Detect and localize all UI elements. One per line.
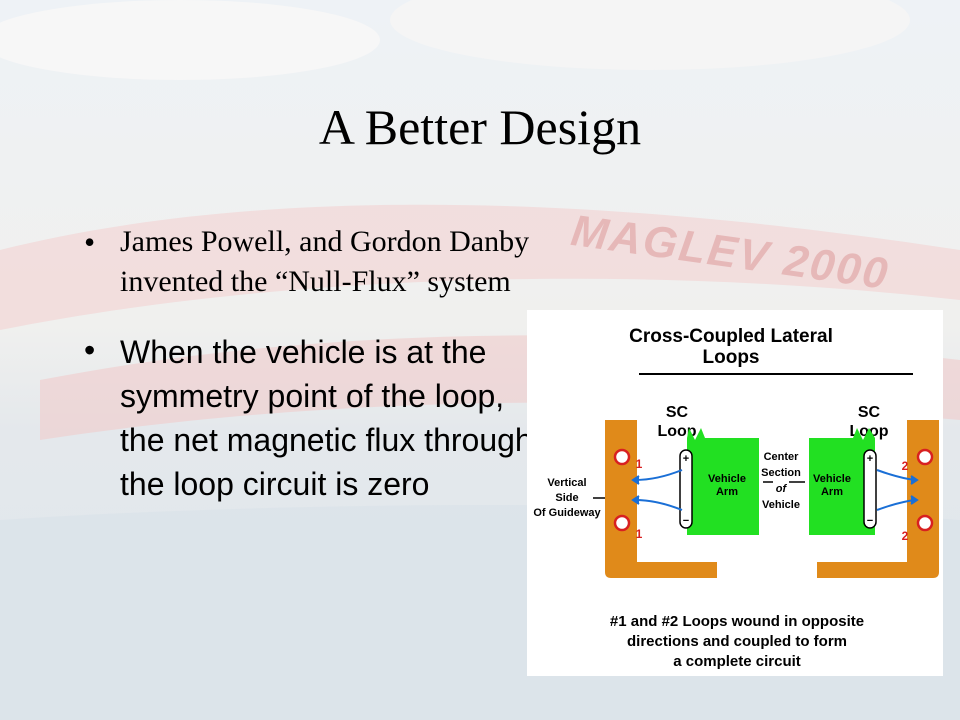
minus-sign-right: − [867, 515, 873, 527]
slide-title: A Better Design [318, 99, 642, 155]
sc-loop-left-2: Loop [657, 423, 696, 440]
figure-title-line2: Loops [703, 347, 760, 368]
vertical-side-3: Of Guideway [533, 507, 601, 519]
center-label-1: Center [764, 451, 800, 463]
vehicle-arm-right-1: Vehicle [813, 473, 851, 485]
sc-coil-left [679, 449, 693, 529]
bullet-icon: • [84, 332, 96, 368]
sc-loop-left-1: SC [666, 404, 689, 421]
figure-caption-1: #1 and #2 Loops wound in opposite [610, 613, 864, 630]
loop-2-top [916, 448, 934, 466]
bullet-text: When the vehicle is at the symmetry poin… [120, 334, 533, 502]
figure-caption-2: directions and coupled to form [627, 633, 847, 650]
minus-sign-left: − [683, 515, 689, 527]
figure-title-line1: Cross-Coupled Lateral [629, 326, 833, 347]
loop-label-2a: 2 [902, 459, 909, 473]
bullet-list: • James Powell, and Gordon Danby invente… [84, 222, 544, 506]
loop-2-bottom [916, 514, 934, 532]
loop-1-bottom [613, 514, 631, 532]
center-label-3: of [776, 483, 788, 495]
flux-arrows-left [631, 469, 683, 511]
loop-label-1b: 1 [636, 527, 643, 541]
guideway-right [817, 420, 939, 578]
guideway-left [605, 420, 717, 578]
vertical-side-1: Vertical [547, 477, 586, 489]
flux-arrows-right [876, 469, 919, 511]
loop-1-top [613, 448, 631, 466]
vehicle-arm-left-2: Arm [716, 486, 738, 498]
loop-label-2b: 2 [902, 529, 909, 543]
bullet-item: • When the vehicle is at the symmetry po… [84, 330, 550, 506]
vehicle-arm-left-1: Vehicle [708, 473, 746, 485]
center-label-4: Vehicle [762, 499, 800, 511]
bullet-icon: • [84, 224, 96, 260]
null-flux-diagram: Cross-Coupled Lateral Loops SC Loop SC L… [527, 310, 943, 676]
vertical-side-2: Side [555, 492, 578, 504]
bullet-text: James Powell, and Gordon Danby invented … [120, 225, 530, 298]
vehicle-arm-left [687, 428, 759, 535]
vehicle-arm-right [809, 428, 875, 535]
center-label-2: Section [761, 467, 801, 479]
plus-sign-right: + [867, 453, 873, 465]
figure-caption-3: a complete circuit [673, 653, 801, 670]
vehicle-arm-right-2: Arm [821, 486, 843, 498]
plus-sign-left: + [683, 453, 689, 465]
bullet-item: • James Powell, and Gordon Danby invente… [84, 222, 530, 302]
sc-coil-right [863, 449, 877, 529]
sc-loop-right-1: SC [858, 404, 881, 421]
loop-label-1a: 1 [636, 457, 643, 471]
